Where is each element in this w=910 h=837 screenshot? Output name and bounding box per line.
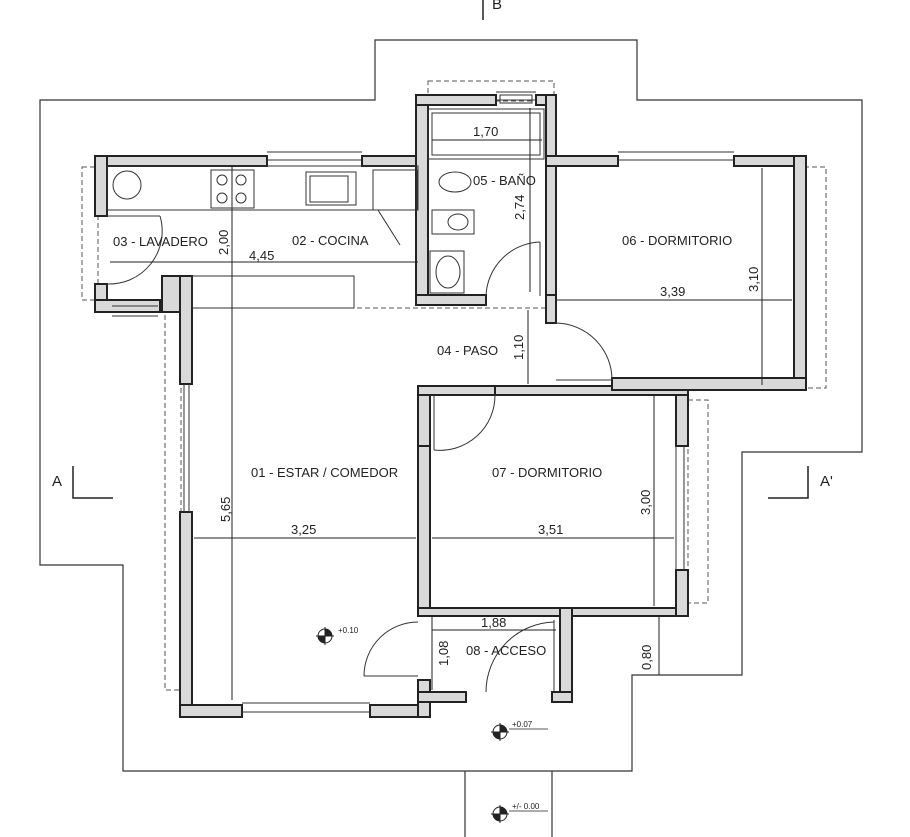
- boiler: [112, 170, 142, 200]
- level-interior: +0.10: [338, 626, 359, 635]
- bathtub: [427, 108, 545, 160]
- room-label-estar: 01 - ESTAR / COMEDOR: [251, 465, 398, 480]
- dimension-access-offset: 0,80: [639, 645, 654, 670]
- bathtub-inner: [431, 112, 541, 156]
- wall: [545, 94, 557, 308]
- level-marker: [491, 723, 548, 741]
- door: [106, 215, 163, 285]
- room-label-acceso: 08 - ACCESO: [466, 643, 546, 658]
- section-mark-b: B: [492, 0, 502, 13]
- wall: [417, 691, 467, 703]
- wall: [179, 511, 193, 718]
- dimension-cocina-width: 4,45: [249, 248, 274, 263]
- section-mark-a-right: A': [820, 473, 833, 490]
- window: [496, 91, 536, 104]
- level-entry: +0.07: [512, 720, 533, 729]
- wall: [551, 691, 573, 703]
- wall: [417, 385, 499, 396]
- section-a-right-bracket: [768, 466, 809, 499]
- wall: [415, 94, 497, 106]
- dimension-lines: [110, 108, 792, 700]
- washbasin: [429, 250, 465, 294]
- wall: [179, 275, 193, 385]
- section-mark-a-left: A: [52, 473, 62, 490]
- door: [485, 241, 541, 297]
- wall: [417, 607, 689, 617]
- dimension-bano-width: 1,70: [473, 124, 498, 139]
- dimension-dorm6-width: 3,39: [660, 284, 685, 299]
- estar-overhang: [164, 307, 182, 691]
- lavadero-overhang: [81, 166, 99, 301]
- wall: [675, 569, 689, 617]
- section-a-left-bracket: [72, 466, 113, 499]
- stove-burners: [216, 174, 247, 204]
- dimension-acceso-width: 1,88: [481, 615, 506, 630]
- window: [242, 702, 370, 713]
- window: [618, 151, 734, 161]
- wall: [415, 294, 487, 306]
- door: [363, 621, 419, 677]
- level-marker: [316, 627, 334, 645]
- toilet: [438, 171, 472, 193]
- door: [485, 620, 555, 693]
- window: [112, 305, 158, 317]
- room-label-cocina: 02 - COCINA: [292, 233, 369, 248]
- dimension-acceso-height: 1,08: [436, 641, 451, 666]
- dimension-cocina-height: 2,00: [216, 230, 231, 255]
- door: [377, 209, 418, 246]
- dimension-bano-height: 2,74: [512, 195, 527, 220]
- level-ground: +/- 0.00: [512, 802, 540, 811]
- wall: [793, 155, 807, 391]
- kitchen-sink: [305, 171, 357, 206]
- wall: [94, 155, 268, 167]
- level-marker: [491, 805, 548, 823]
- room-label-dorm6: 06 - DORMITORIO: [622, 233, 732, 248]
- door: [433, 394, 496, 451]
- window: [267, 151, 362, 161]
- dorm7-overhang: [687, 399, 709, 604]
- kitchen-island: [191, 275, 355, 309]
- window: [183, 384, 190, 512]
- dimension-dorm7-height: 3,00: [638, 490, 653, 515]
- dimension-dorm7-width: 3,51: [538, 522, 563, 537]
- dimension-estar-height: 5,65: [218, 497, 233, 522]
- wall: [545, 294, 557, 324]
- wall: [417, 445, 431, 617]
- kitchen-sink-basin: [309, 175, 349, 203]
- wall: [559, 607, 573, 703]
- fridge: [372, 169, 418, 211]
- room-label-bano: 05 - BAÑO: [473, 173, 536, 188]
- room-label-dorm7: 07 - DORMITORIO: [492, 465, 602, 480]
- window: [675, 446, 685, 570]
- room-label-paso: 04 - PASO: [437, 343, 498, 358]
- room-label-lavadero: 03 - LAVADERO: [113, 234, 208, 249]
- wall: [94, 155, 108, 217]
- kitchen-counter: [106, 165, 419, 211]
- bidet: [431, 209, 475, 235]
- wall: [545, 155, 619, 167]
- site-outline: [39, 39, 863, 772]
- washbasin-bowl: [435, 255, 461, 289]
- dimension-paso-height: 1,10: [511, 335, 526, 360]
- dimension-dorm6-height: 3,10: [746, 267, 761, 292]
- wall: [611, 377, 807, 391]
- bidet-bowl: [447, 213, 469, 231]
- door: [555, 322, 613, 381]
- dorm6-overhang: [803, 166, 827, 389]
- wall: [179, 704, 243, 718]
- dimension-estar-width: 3,25: [291, 522, 316, 537]
